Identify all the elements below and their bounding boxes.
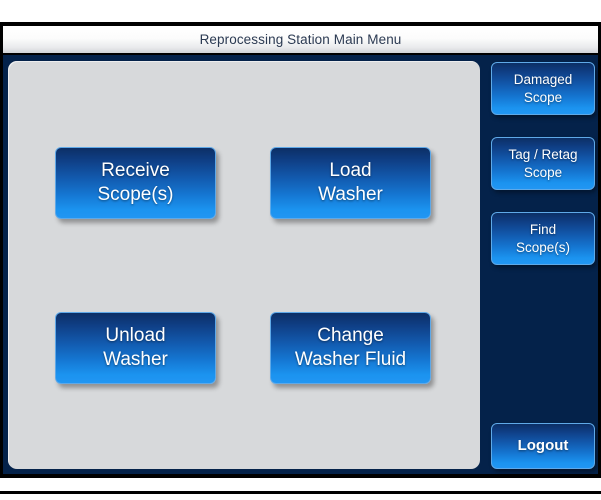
load-washer-line2: Washer	[318, 184, 383, 205]
damaged-scope-line2: Scope	[523, 89, 563, 105]
logout-button-label: Logout	[517, 437, 569, 455]
main-content-panel	[8, 61, 480, 469]
tag-retag-scope-line1: Tag / Retag	[508, 147, 578, 163]
find-scopes-line2: Scope(s)	[515, 239, 571, 255]
bottom-divider-rule	[0, 491, 601, 494]
unload-washer-line1: Unload	[105, 324, 166, 346]
change-washer-fluid-line1: Change	[317, 324, 384, 346]
load-washer-line1: Load	[329, 159, 372, 181]
damaged-scope-line1: Damaged	[513, 72, 573, 88]
find-scopes-line1: Find	[529, 222, 557, 238]
receive-scopes-line2: Scope(s)	[97, 184, 174, 205]
unload-washer-line2: Washer	[103, 349, 168, 370]
logout-button[interactable]: Logout	[491, 423, 595, 469]
window-title: Reprocessing Station Main Menu	[199, 32, 402, 47]
title-bar: Reprocessing Station Main Menu	[3, 26, 598, 55]
tag-retag-scope-line2: Scope	[523, 164, 563, 180]
receive-scopes-line1: Receive	[101, 159, 170, 181]
change-washer-fluid-line2: Washer Fluid	[294, 349, 407, 370]
